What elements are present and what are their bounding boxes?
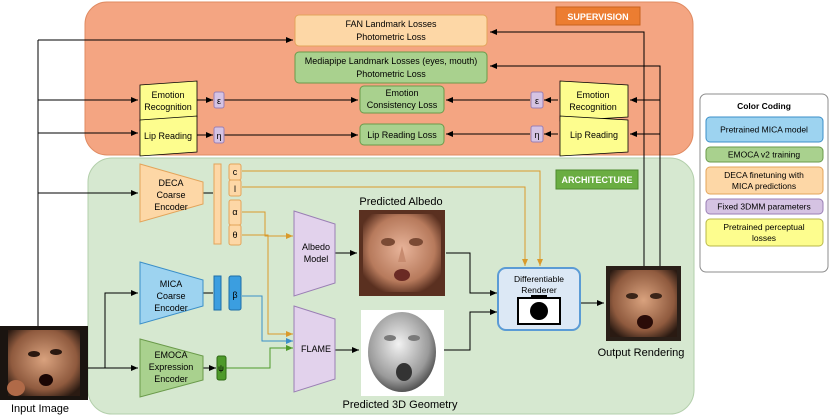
lip-reading-right: Lip Reading bbox=[559, 115, 629, 157]
legend-swatch bbox=[705, 218, 824, 247]
legend-title: Color Coding bbox=[737, 101, 791, 111]
lip-feature-right: η bbox=[530, 125, 544, 143]
param-l: l bbox=[228, 179, 242, 197]
legend-label: DECA finetuning with bbox=[724, 170, 804, 180]
legend-swatch bbox=[705, 146, 824, 163]
param-alpha: α bbox=[228, 199, 242, 226]
albedo-model-line1: Albedo bbox=[302, 242, 330, 252]
emotion-feature-left: ε bbox=[213, 91, 225, 109]
emotion-recognition-right-line2: Recognition bbox=[569, 102, 617, 112]
fan-loss-box: FAN Landmark Losses Photometric Loss bbox=[294, 14, 488, 47]
legend-item: EMOCA v2 training bbox=[705, 146, 824, 163]
albedo-model: Albedo Model bbox=[293, 210, 336, 297]
emoca-encoder: EMOCA Expression Encoder bbox=[139, 338, 204, 398]
deca-encoder: DECA Coarse Encoder bbox=[139, 163, 204, 223]
emotion-feature-right: ε bbox=[530, 91, 544, 109]
legend-label: Pretrained perceptual bbox=[723, 222, 804, 232]
flame-model: FLAME bbox=[293, 305, 336, 393]
emotion-loss-line2: Consistency Loss bbox=[367, 100, 438, 110]
mediapipe-loss-line1: Mediapipe Landmark Losses (eyes, mouth) bbox=[305, 56, 478, 66]
connectors bbox=[37, 29, 661, 371]
deca-encoder-line1: DECA bbox=[158, 178, 183, 188]
fan-loss-line1: FAN Landmark Losses bbox=[345, 19, 437, 29]
legend-item: Fixed 3DMM parameters bbox=[705, 198, 824, 215]
legend-swatch bbox=[705, 166, 824, 195]
emotion-recognition-left: Emotion Recognition bbox=[139, 80, 198, 122]
legend-item: Pretrained MICA model bbox=[705, 116, 824, 143]
param-c: c bbox=[228, 163, 242, 181]
param-l-label: l bbox=[234, 184, 236, 194]
mica-encoder-line2: Coarse bbox=[156, 291, 185, 301]
mica-encoder-line1: MICA bbox=[160, 279, 183, 289]
predicted-geometry-caption: Predicted 3D Geometry bbox=[343, 399, 458, 411]
emotion-recognition-right: Emotion Recognition bbox=[559, 80, 629, 122]
lip-reading-loss-label: Lip Reading Loss bbox=[367, 130, 437, 140]
param-alpha-label: α bbox=[232, 207, 237, 217]
legend-label: EMOCA v2 training bbox=[728, 150, 801, 160]
legend-swatch bbox=[705, 198, 824, 215]
param-theta: θ bbox=[228, 224, 242, 246]
architecture-tag: ARCHITECTURE bbox=[562, 175, 633, 185]
color-legend: Color Coding Pretrained MICA modelEMOCA … bbox=[699, 93, 829, 273]
differentiable-renderer: Differentiable Renderer bbox=[497, 267, 581, 331]
emoca-encoder-line1: EMOCA bbox=[154, 350, 187, 360]
flame-model-label: FLAME bbox=[301, 344, 331, 354]
emotion-consistency-loss-box: Emotion Consistency Loss bbox=[359, 85, 445, 114]
param-beta-label: β bbox=[232, 290, 237, 300]
lip-reading-left-label: Lip Reading bbox=[144, 131, 192, 141]
output-caption: Output Rendering bbox=[598, 347, 685, 359]
param-psi-label: ψ bbox=[218, 364, 224, 373]
param-theta-label: θ bbox=[232, 230, 237, 240]
renderer-line1: Differentiable bbox=[514, 274, 564, 284]
mediapipe-loss-box: Mediapipe Landmark Losses (eyes, mouth) … bbox=[294, 51, 488, 84]
param-c-label: c bbox=[233, 167, 238, 177]
legend-label: MICA predictions bbox=[732, 181, 796, 191]
legend-label: Pretrained MICA model bbox=[720, 125, 808, 135]
param-beta: β bbox=[228, 275, 242, 311]
mica-encoder-line3: Encoder bbox=[154, 303, 188, 313]
deca-encoder-line3: Encoder bbox=[154, 202, 188, 212]
supervision-tag: SUPERVISION bbox=[567, 12, 628, 22]
mica-encoder: MICA Coarse Encoder bbox=[139, 261, 204, 325]
lip-reading-loss-box: Lip Reading Loss bbox=[359, 123, 445, 146]
emotion-recognition-right-line1: Emotion bbox=[576, 90, 609, 100]
emotion-recognition-left-line1: Emotion bbox=[151, 90, 184, 100]
emotion-recognition-left-line2: Recognition bbox=[144, 102, 192, 112]
lip-reading-right-label: Lip Reading bbox=[570, 130, 618, 140]
input-image: Input Image bbox=[0, 326, 88, 415]
param-connectors bbox=[226, 170, 543, 369]
input-caption: Input Image bbox=[11, 403, 69, 415]
output-rendering: Output Rendering bbox=[598, 266, 685, 359]
lip-feature-left: η bbox=[213, 126, 225, 144]
lip-feature-right-label: η bbox=[534, 130, 539, 140]
emotion-loss-line1: Emotion bbox=[385, 88, 418, 98]
legend-label: Fixed 3DMM parameters bbox=[717, 202, 811, 212]
emotion-feature-left-label: ε bbox=[217, 96, 221, 106]
param-psi: ψ bbox=[216, 355, 227, 381]
emoca-encoder-line3: Encoder bbox=[154, 374, 188, 384]
predicted-albedo: Predicted Albedo bbox=[359, 196, 445, 296]
legend-label: losses bbox=[752, 233, 776, 243]
mediapipe-loss-line2: Photometric Loss bbox=[356, 69, 426, 79]
predicted-albedo-caption: Predicted Albedo bbox=[359, 196, 442, 208]
legend-swatch bbox=[705, 116, 824, 143]
lip-feature-left-label: η bbox=[216, 131, 221, 141]
albedo-model-line2: Model bbox=[304, 254, 329, 264]
fan-loss-line2: Photometric Loss bbox=[356, 32, 426, 42]
emotion-feature-right-label: ε bbox=[535, 96, 539, 106]
deca-code-bar bbox=[213, 163, 222, 245]
lip-reading-left: Lip Reading bbox=[139, 115, 198, 157]
deca-encoder-line2: Coarse bbox=[156, 190, 185, 200]
camera-icon bbox=[517, 295, 561, 325]
mica-code-bar bbox=[213, 275, 222, 311]
predicted-geometry: Predicted 3D Geometry bbox=[343, 310, 458, 411]
renderer-line2: Renderer bbox=[521, 285, 557, 295]
emoca-encoder-line2: Expression bbox=[149, 362, 194, 372]
